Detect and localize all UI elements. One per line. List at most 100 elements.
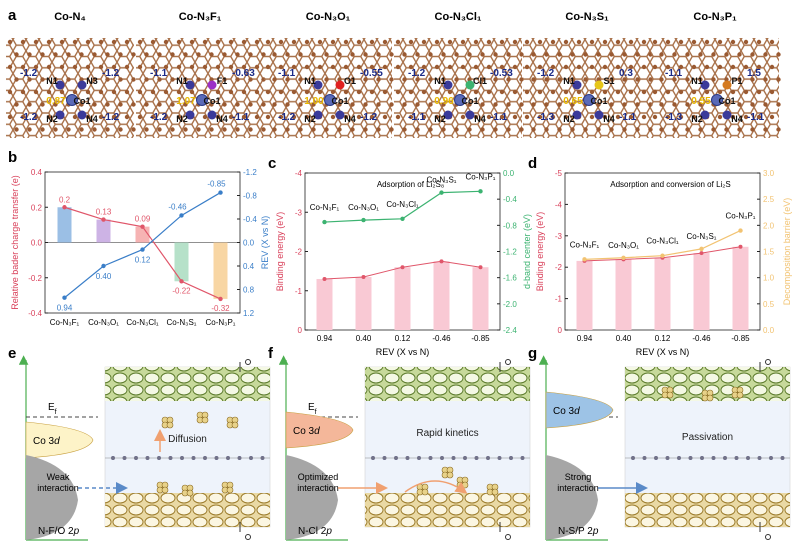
carbon-atom [235,77,240,82]
carbon-atom [46,64,52,70]
carbon-atom [285,102,290,107]
nitrogen-atom [700,80,710,90]
carbon-atom [421,39,427,45]
co-3d-orbital [25,421,94,459]
co-3d-label: Co 3d [33,436,60,447]
carbon-atom [730,89,736,95]
carbon-atom [189,64,195,70]
carbon-atom [524,89,530,95]
carbon-atom [59,89,65,95]
x-tick-label: 0.12 [655,334,671,343]
carbon-atom [137,114,143,120]
x-tick-label: 0.40 [616,334,632,343]
data-point [62,205,67,210]
carbon-atom [196,77,201,82]
carbon-atom [704,39,710,45]
carbon-atom [248,127,253,132]
carbon-atom [189,39,195,45]
secondary-point [322,219,327,225]
point-label: Co-N₃O₁ [608,241,639,250]
chart-annotation: Adsorption and conversion of Li₂S [610,180,731,189]
carbon-atom [519,52,524,57]
cobalt-atom [711,94,723,106]
carbon-atom [7,64,13,70]
carbon-atom [376,52,381,57]
carbon-atom [324,52,329,57]
carbon-atom [40,102,45,107]
carbon-atom [635,102,640,107]
carbon-atom [460,64,466,70]
carbon-atom [493,77,498,82]
y2-tick-label: 0.0 [503,169,515,178]
carbon-atom [512,114,518,120]
carbon-atom [356,114,362,120]
carbon-atom [66,127,71,132]
atom-label-co1: Co1 [331,96,348,106]
carbon-atom [376,127,381,132]
carbon-atom [343,89,349,95]
carbon-atom [389,102,394,107]
carbon-atom [248,52,253,57]
co-3d-label: Co 3d [553,406,580,417]
y2-tick-label: 1.0 [763,274,775,283]
carbon-atom [157,127,162,132]
carbon-atom [105,127,110,132]
nitrogen-atom [185,110,195,120]
bar [433,261,450,330]
carbon-atom [743,39,749,45]
carbon-atom [163,64,169,70]
carbon-atom [33,89,39,95]
nitrogen-atom [335,110,345,120]
cobalt-atom [196,94,208,106]
atom-label-n2: N2 [434,114,446,124]
binding-point [478,265,483,270]
x-tick-label: 0.12 [395,334,411,343]
carbon-atom [730,64,736,70]
carbon-atom [265,114,271,120]
carbon-atom [756,64,762,70]
nitrogen-atom [313,80,323,90]
structure-title: Co-N₃P₁ [693,11,737,23]
carbon-atom [615,39,621,45]
x-tick-label: -0.85 [471,334,490,343]
charge-bottom-left: -1.3 [537,112,555,123]
bottom-electrode [625,493,790,527]
carbon-atom [7,89,13,95]
y2-tick-label: -0.8 [503,221,517,230]
point-label: Co-N₃Cl₁ [646,237,678,246]
data-point [140,247,145,252]
y2-tick-label: -1.2 [503,248,517,257]
carbon-atom [330,39,336,45]
interaction-label-line1: Weak [47,472,70,482]
carbon-atom [124,39,130,45]
carbon-atom [473,114,479,120]
carbon-atom [454,52,459,57]
carbon-atom [209,52,214,57]
carbon-atom [33,64,39,70]
carbon-atom [499,114,505,120]
carbon-atom [408,39,414,45]
carbon-atom [111,89,117,95]
carbon-atom [363,127,368,132]
polysulfide-cluster [161,486,169,494]
carbon-atom [428,52,433,57]
x-tick-label: Co-N₃P₁ [206,318,236,327]
carbon-atom [519,102,524,107]
carbon-atom [717,89,723,95]
carbon-atom [609,77,614,82]
top-electrode [105,367,270,401]
nitrogen-atom [700,110,710,120]
carbon-atom [285,77,290,82]
secondary-point [699,246,704,252]
carbon-atom [20,64,26,70]
carbon-atom [202,89,208,95]
co-charge: 0.55 [691,96,711,107]
carbon-atom [672,52,677,57]
bar [654,257,671,330]
carbon-atom [170,52,175,57]
carbon-atom [665,39,671,45]
interaction-label-line2: interaction [557,483,599,493]
carbon-atom [363,77,368,82]
carbon-atom [131,127,136,132]
